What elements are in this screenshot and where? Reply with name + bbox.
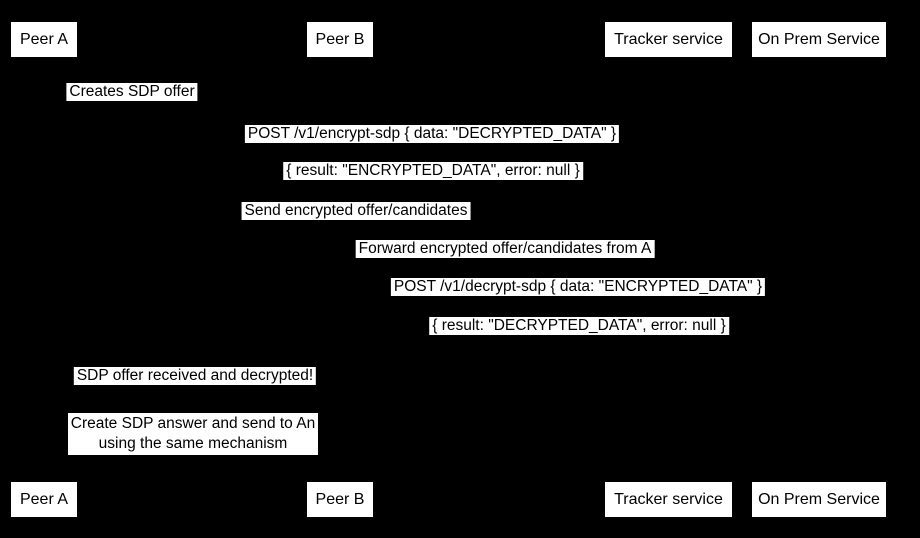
participant-label: Peer B xyxy=(315,490,365,508)
note-line-1: Create SDP answer and send to An xyxy=(70,415,316,432)
participant-tracker-service-bottom: Tracker service xyxy=(605,482,732,517)
participant-label: Peer A xyxy=(19,30,69,48)
message-creates-sdp-offer: Creates SDP offer xyxy=(66,83,198,101)
message-result-decrypted-data: { result: "DECRYPTED_DATA", error: null … xyxy=(429,317,729,335)
participant-label: Tracker service xyxy=(614,490,723,508)
note-create-sdp-answer: Create SDP answer and send to An using t… xyxy=(68,413,318,455)
message-sdp-offer-received: SDP offer received and decrypted! xyxy=(73,367,317,385)
message-send-encrypted-offer: Send encrypted offer/candidates xyxy=(241,202,471,220)
note-line-2: using the same mechanism xyxy=(98,435,288,452)
participant-peer-a-top: Peer A xyxy=(11,22,77,57)
participant-peer-b-top: Peer B xyxy=(307,22,373,57)
participant-label: On Prem Service xyxy=(758,490,880,508)
participant-on-prem-service-top: On Prem Service xyxy=(752,22,886,57)
participant-label: Peer A xyxy=(19,490,69,508)
participant-label: Peer B xyxy=(315,30,365,48)
message-post-decrypt-sdp: POST /v1/decrypt-sdp { data: "ENCRYPTED_… xyxy=(390,278,766,296)
message-result-encrypted-data: { result: "ENCRYPTED_DATA", error: null … xyxy=(283,162,583,180)
message-forward-encrypted-offer: Forward encrypted offer/candidates from … xyxy=(355,240,655,258)
participant-peer-a-bottom: Peer A xyxy=(11,482,77,517)
participant-peer-b-bottom: Peer B xyxy=(307,482,373,517)
participant-label: On Prem Service xyxy=(758,30,880,48)
participant-tracker-service-top: Tracker service xyxy=(605,22,732,57)
participant-label: Tracker service xyxy=(614,30,723,48)
participant-on-prem-service-bottom: On Prem Service xyxy=(752,482,886,517)
message-post-encrypt-sdp: POST /v1/encrypt-sdp { data: "DECRYPTED_… xyxy=(244,125,620,143)
